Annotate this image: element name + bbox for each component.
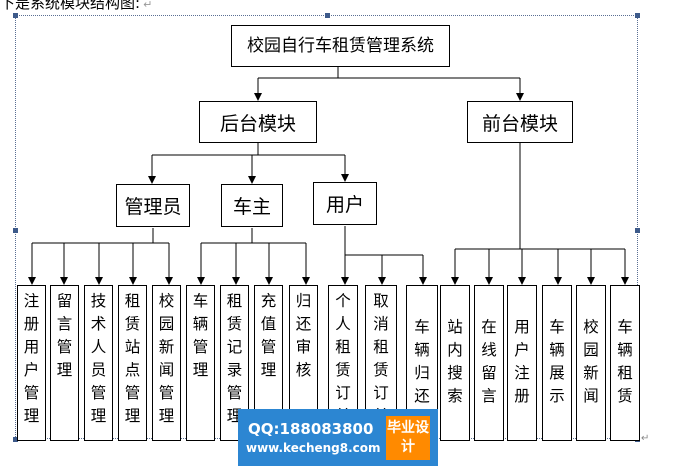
caption-text: 下是系统模块结构图: [0, 0, 141, 12]
leaf-admin-4[interactable]: 租赁站点管理 [118, 285, 147, 441]
page-caption: 下是系统模块结构图:↵ [0, 0, 152, 13]
watermark-qq: QQ:188083800 [248, 420, 374, 438]
resize-handle-top-right[interactable] [635, 13, 640, 18]
leaf-admin-1[interactable]: 注册用户管理 [17, 285, 46, 441]
leaf-frontend-3[interactable]: 用户注册 [507, 285, 537, 441]
leaf-frontend-4[interactable]: 车辆展示 [542, 285, 572, 441]
resize-handle-bottom-left[interactable] [13, 437, 18, 442]
owner-role-node[interactable]: 车主 [221, 184, 283, 227]
watermark-url: www.kecheng8.com [246, 441, 381, 455]
paragraph-mark: ↵ [143, 0, 153, 11]
resize-handle-right[interactable] [635, 228, 640, 233]
paragraph-end-mark: ↵ [641, 433, 650, 444]
resize-handle-top[interactable] [325, 13, 330, 18]
resize-handle-left[interactable] [13, 228, 18, 233]
user-role-node[interactable]: 用户 [313, 182, 377, 225]
leaf-admin-5[interactable]: 校园新闻管理 [152, 285, 181, 441]
leaf-frontend-1[interactable]: 站内搜索 [440, 285, 470, 441]
leaf-frontend-2[interactable]: 在线留言 [474, 285, 504, 441]
leaf-admin-2[interactable]: 留言管理 [50, 285, 79, 441]
watermark-badge: 毕业设计 [386, 416, 430, 460]
watermark-banner: QQ:188083800 www.kecheng8.com 毕业设计 [238, 409, 438, 466]
frontend-module-node[interactable]: 前台模块 [467, 101, 573, 143]
leaf-frontend-6[interactable]: 车辆租赁 [610, 285, 640, 441]
backend-module-node[interactable]: 后台模块 [199, 101, 317, 143]
admin-role-node[interactable]: 管理员 [116, 184, 190, 227]
leaf-admin-3[interactable]: 技术人员管理 [84, 285, 113, 441]
root-node[interactable]: 校园自行车租赁管理系统 [231, 25, 450, 67]
resize-handle-top-left[interactable] [13, 13, 18, 18]
leaf-frontend-5[interactable]: 校园新闻 [576, 285, 606, 441]
leaf-owner-1[interactable]: 车辆管理 [186, 285, 215, 441]
